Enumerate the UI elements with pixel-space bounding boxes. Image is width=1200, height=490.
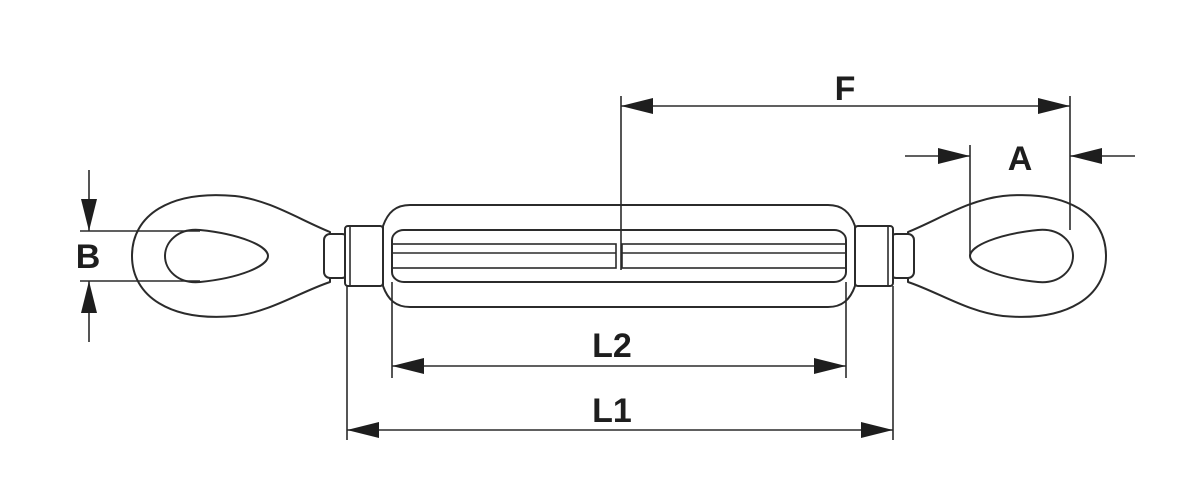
turnbuckle-body <box>382 204 856 308</box>
b-arrow-bottom <box>81 281 97 313</box>
f-arrow-left <box>621 98 653 114</box>
dimension-l2: L2 <box>391 282 847 378</box>
a-arrow-left <box>938 148 970 164</box>
left-collar <box>323 225 384 287</box>
right-collar <box>854 225 915 287</box>
dimension-l1: L1 <box>346 286 894 440</box>
label-l2: L2 <box>592 327 632 365</box>
left-eye-hole <box>164 228 269 284</box>
l2-arrow-right <box>814 358 846 374</box>
label-f: F <box>835 70 856 108</box>
dimension-f: F <box>620 70 1071 270</box>
l1-arrow-right <box>861 422 893 438</box>
l2-arrow-left <box>392 358 424 374</box>
a-arrow-right <box>1070 148 1102 164</box>
body-slot <box>391 229 847 283</box>
f-arrow-right <box>1038 98 1070 114</box>
label-b: B <box>76 238 101 276</box>
b-arrow-top <box>81 199 97 231</box>
dimension-a: A <box>905 140 1135 256</box>
label-l1: L1 <box>592 392 632 430</box>
dimension-b: B <box>76 170 200 342</box>
l1-arrow-left <box>347 422 379 438</box>
left-eye <box>131 194 331 318</box>
right-eye <box>907 194 1107 318</box>
label-a: A <box>1008 140 1033 178</box>
right-eye-hole <box>969 228 1074 284</box>
